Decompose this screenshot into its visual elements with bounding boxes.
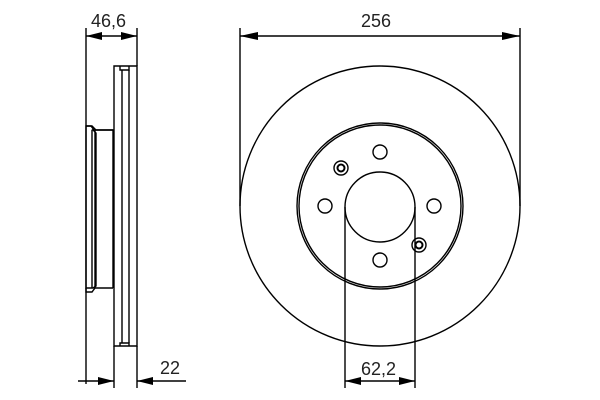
arrow-62-2-left <box>345 377 361 385</box>
hub-bottom-edge <box>85 287 113 293</box>
arrow-46-6-left <box>86 32 102 40</box>
hub-top-edge <box>86 125 113 131</box>
arrow-22-right <box>137 377 153 385</box>
dimension-label-center-bore: 62,2 <box>361 359 397 379</box>
front-view <box>239 28 521 388</box>
bolt-hole-top <box>372 144 388 160</box>
arrowheads <box>86 32 520 385</box>
arrow-62-2-right <box>399 377 415 385</box>
locating-screw-1 <box>333 160 349 176</box>
disc-rim-outline <box>113 65 138 347</box>
disc-outer-circle <box>239 65 521 347</box>
arrow-256-left <box>240 32 258 40</box>
locating-screw-2 <box>411 237 427 253</box>
side-view <box>78 28 186 388</box>
hub-circle-outer <box>296 122 464 290</box>
arrow-22-left <box>98 377 114 385</box>
dimension-label-overall-thickness: 46,6 <box>91 11 127 31</box>
bolt-hole-bottom <box>372 252 388 268</box>
dimension-label-diameter: 256 <box>361 11 392 31</box>
center-bore <box>344 171 416 243</box>
arrow-256-right <box>502 32 520 40</box>
vent-top-notch <box>119 66 130 71</box>
bolt-hole-left <box>317 198 333 214</box>
dimension-label-disc-thickness: 22 <box>160 358 181 378</box>
arrow-46-6-right <box>121 32 137 40</box>
vent-bottom-notch <box>119 342 130 346</box>
bolt-hole-right <box>426 198 442 214</box>
hub-circle-inner <box>298 124 462 288</box>
hub-outline <box>85 125 114 289</box>
